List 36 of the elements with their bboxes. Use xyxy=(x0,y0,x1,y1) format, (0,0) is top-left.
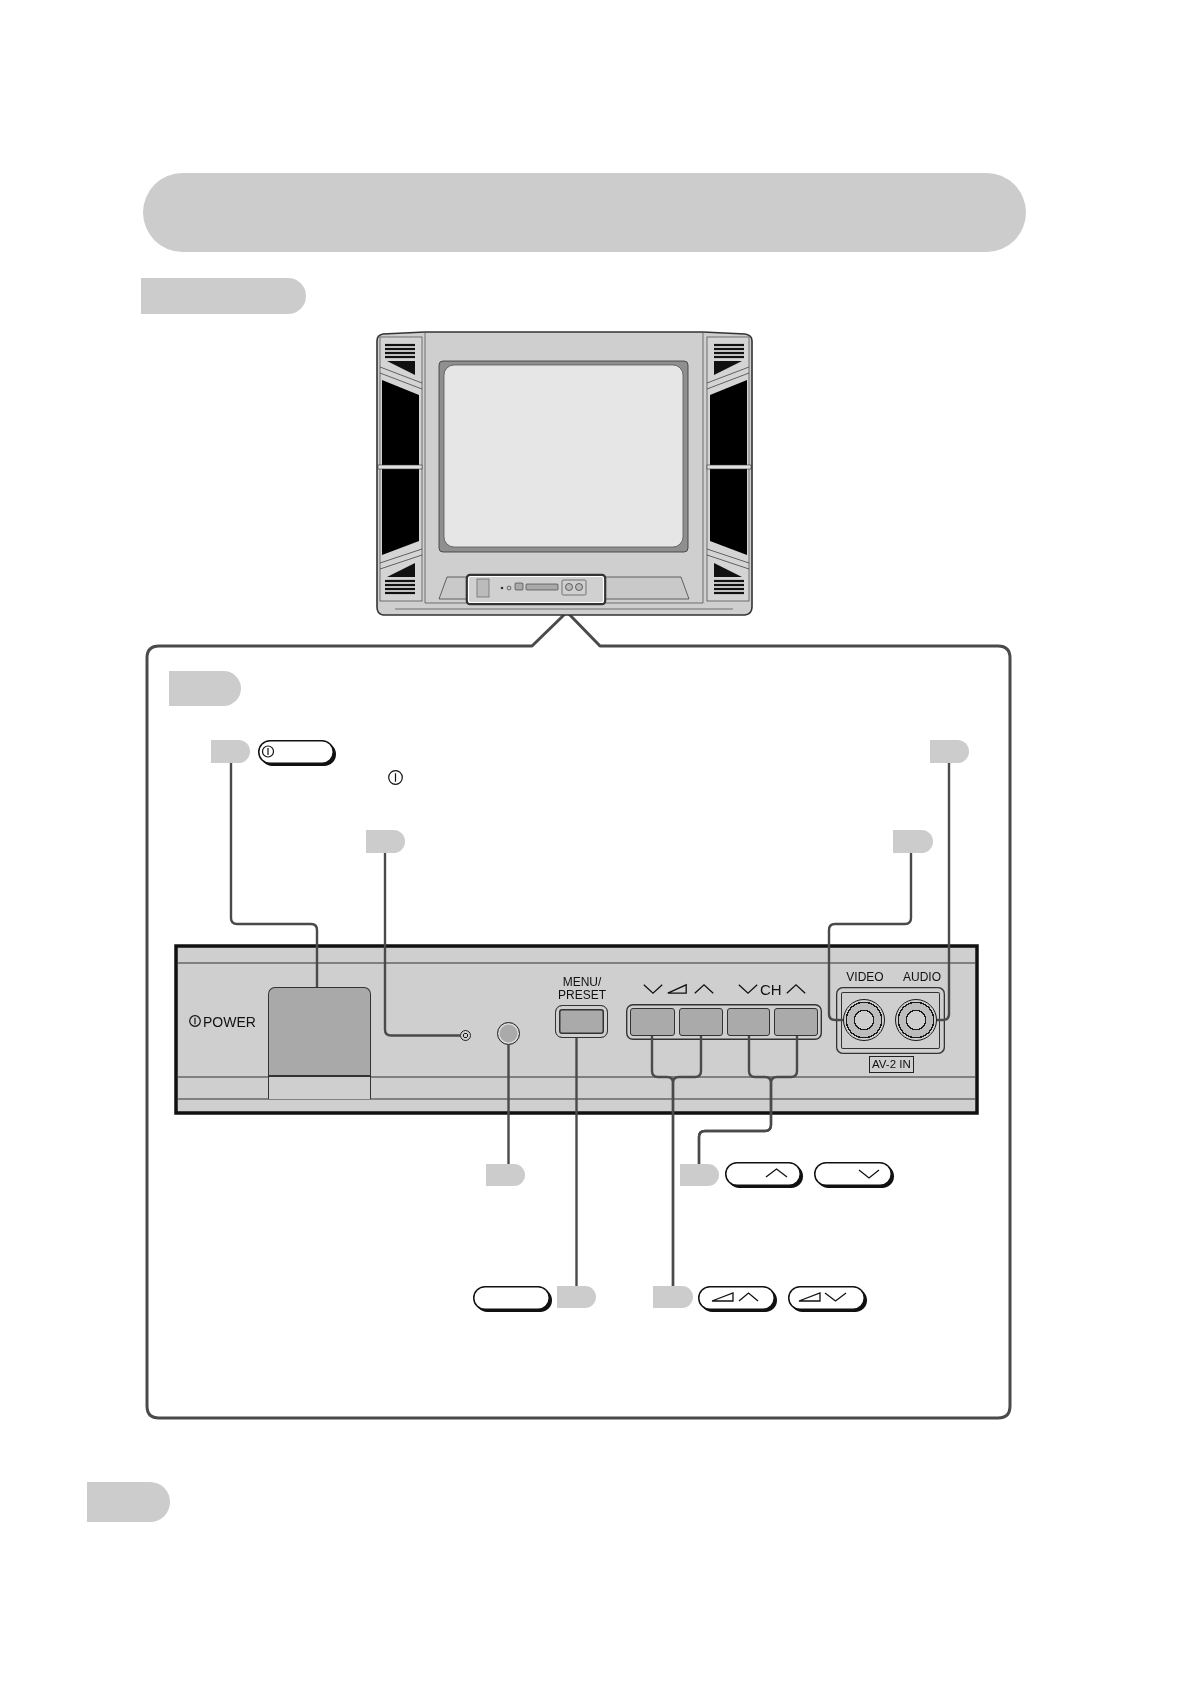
leader-line xyxy=(575,1038,578,1286)
callout-tab xyxy=(930,740,969,763)
video-jack xyxy=(843,999,885,1041)
channel-up-button xyxy=(774,1008,818,1036)
channel-down-button xyxy=(727,1008,770,1036)
indicator-lamp xyxy=(460,1030,471,1041)
volume-down-button xyxy=(630,1008,675,1036)
audio-jack xyxy=(895,999,937,1041)
jack-panel xyxy=(836,987,945,1054)
leader-line xyxy=(383,853,460,1037)
callout-tab xyxy=(893,830,933,853)
callout-tab xyxy=(557,1286,596,1308)
panel-label: MENU/ PRESET xyxy=(557,976,607,1002)
leader-line xyxy=(229,763,319,987)
panel-label: AV-2 IN xyxy=(869,1056,914,1073)
callout-tab xyxy=(211,740,250,763)
leader-line xyxy=(827,853,913,1022)
leader-line xyxy=(507,1045,510,1164)
panel-label: CH xyxy=(760,982,782,997)
leader-line xyxy=(671,1036,703,1286)
page-tab xyxy=(87,1482,170,1522)
power-button xyxy=(268,987,371,1099)
callout-tab xyxy=(680,1164,719,1186)
leader-line xyxy=(697,1036,799,1164)
subheading-tab xyxy=(141,278,306,314)
section-tab xyxy=(169,671,241,706)
volume-up-button xyxy=(679,1008,723,1036)
panel-label: VIDEO xyxy=(845,971,885,983)
panel-label: AUDIO xyxy=(902,971,942,983)
panel-label: POWER xyxy=(203,1014,256,1029)
leader-line xyxy=(937,763,951,1022)
menu-button xyxy=(555,1005,608,1038)
callout-tab xyxy=(486,1164,525,1186)
callout-tab xyxy=(653,1286,693,1308)
callout-tab xyxy=(366,830,405,853)
button-frame xyxy=(626,1004,822,1040)
